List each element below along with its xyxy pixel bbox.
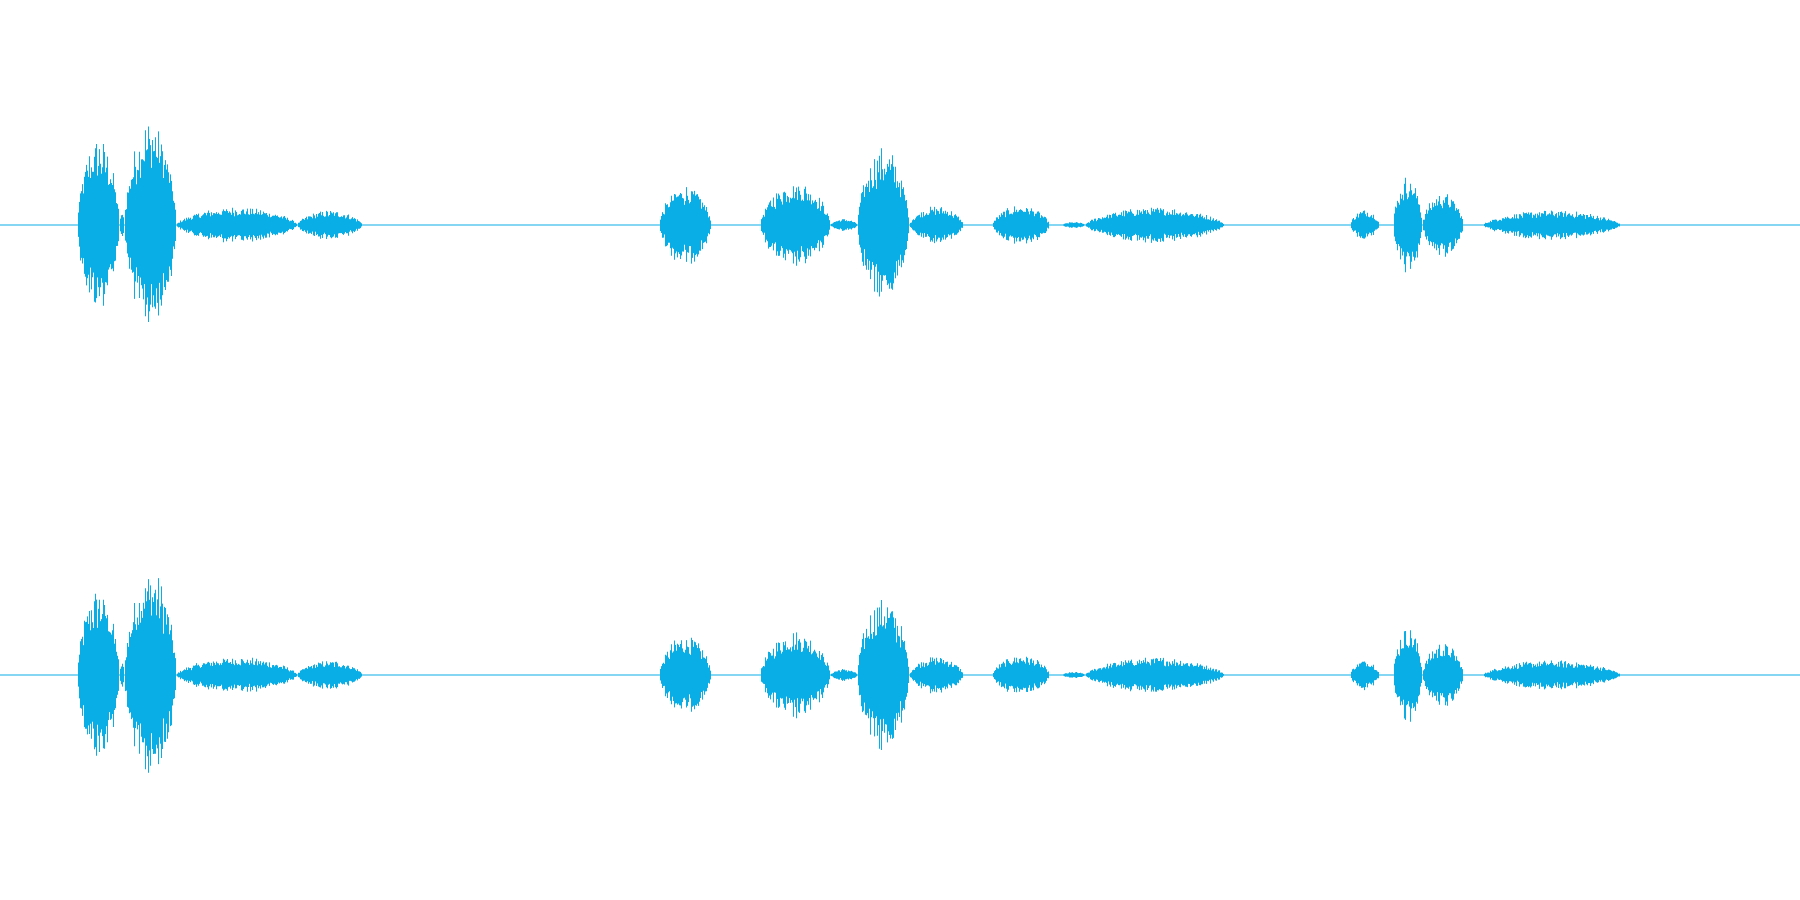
- waveform-samples: [78, 126, 1620, 322]
- waveform-channel-2: [0, 578, 1800, 773]
- waveform-samples: [78, 578, 1620, 773]
- waveform-channel-1: [0, 126, 1800, 322]
